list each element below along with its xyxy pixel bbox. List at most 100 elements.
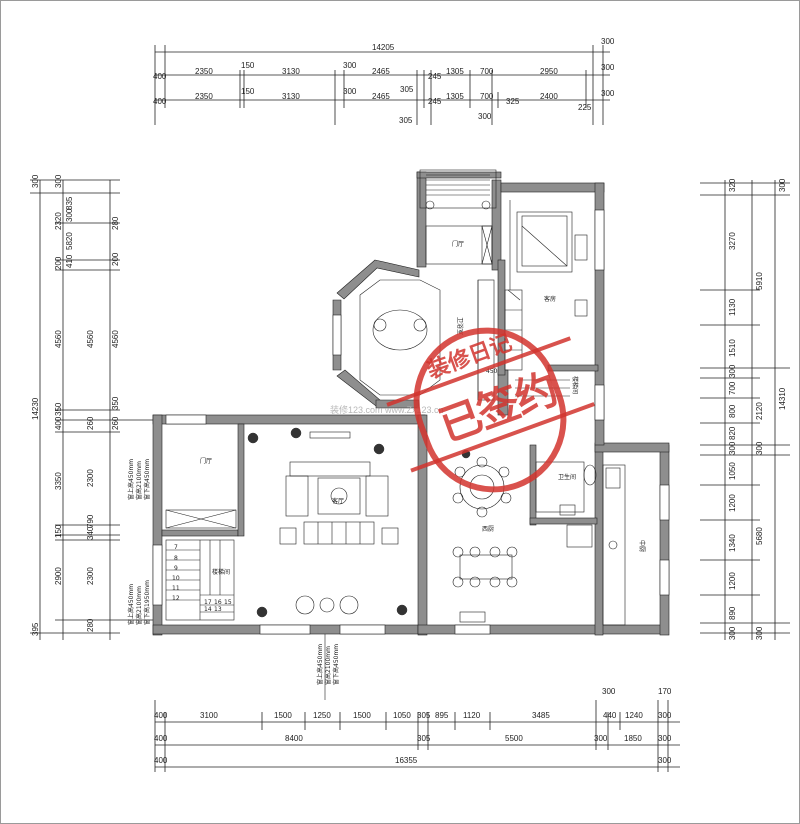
dim-top2-700: 700: [480, 92, 494, 101]
dim-right2-5680: 5680: [755, 527, 764, 545]
dim-bot3-300: 300: [658, 756, 672, 765]
dim-top2-400: 400: [153, 97, 167, 106]
dim-bot2-300: 300: [594, 734, 608, 743]
dim-left-2320: 2320: [54, 212, 63, 230]
note-win9: 窗下高450mm: [332, 644, 340, 685]
dim-left-2900: 2900: [54, 567, 63, 585]
dim-left2-280: 280: [86, 618, 95, 632]
stair-num: 10: [172, 575, 180, 582]
note-win4: 窗上高450mm: [127, 584, 135, 625]
note-win1: 窗上高450mm: [127, 459, 135, 500]
dim-left-300a: 300: [31, 174, 40, 188]
dim-right-300: 300: [728, 364, 737, 378]
dim-left-400: 400: [54, 416, 63, 430]
dim-right2-300: 300: [755, 441, 764, 455]
dim-bot-3100: 3100: [200, 711, 218, 720]
dim-left3-280: 280: [111, 216, 120, 230]
red-stamp: 装修日记 已 签 约: [386, 327, 595, 493]
stair-num: 15: [224, 599, 232, 606]
dim-left3-260: 260: [111, 416, 120, 430]
dim-top2-2400: 2400: [540, 92, 558, 101]
label-dining: 西厨: [482, 526, 494, 533]
right-dimensions: [700, 180, 790, 640]
dim-left3-4560: 4560: [111, 330, 120, 348]
dim-right-800: 800: [728, 404, 737, 418]
dim-left2-300: 300: [65, 208, 74, 222]
top-dim-labels: 14205 300 400 2350 150 3130 300 2465 245…: [153, 37, 615, 125]
dim-top-300d: 300: [601, 89, 615, 98]
dim-left2-260: 260: [86, 416, 95, 430]
dim-top-400: 400: [153, 72, 167, 81]
walls: [152, 171, 670, 636]
dim-top-305b: 305: [399, 116, 413, 125]
dim-left2-5820: 5820: [65, 232, 74, 250]
dim-left-350: 350: [54, 402, 63, 416]
stair-num: 9: [174, 565, 178, 572]
dim-bot-400: 400: [154, 711, 168, 720]
dim-top2-325: 325: [506, 97, 520, 106]
label-bath-top: 卫浴室: [456, 317, 464, 335]
dim-left3-200: 200: [111, 252, 120, 266]
dim-bot2-305: 305: [417, 734, 431, 743]
label-living: 客厅: [332, 497, 344, 505]
dim-right-300c: 300: [728, 626, 737, 640]
dim-top-1305: 1305: [446, 67, 464, 76]
note-win5: 窗高2100mm: [135, 586, 143, 625]
stair-num: 16: [214, 599, 222, 606]
label-entry-left: 门厅: [200, 457, 212, 465]
dim-top2-150: 150: [241, 87, 255, 96]
dim-bot2-1850: 1850: [624, 734, 642, 743]
window-notes: 窗上高450mm 窗高2100mm 窗下高450mm 窗上高450mm 窗高21…: [127, 459, 340, 685]
dim-bot-895: 895: [435, 711, 449, 720]
stair-num: 12: [172, 595, 180, 602]
dim-top-300b: 300: [601, 63, 615, 72]
dim-bot-1050: 1050: [393, 711, 411, 720]
dim-left-200: 200: [54, 256, 63, 270]
dim-bot-1250: 1250: [313, 711, 331, 720]
dim-bot-1500b: 1500: [353, 711, 371, 720]
dim-bot-1500: 1500: [274, 711, 292, 720]
label-kitchen: 中厨: [638, 540, 646, 552]
dim-top-ext: 300: [601, 37, 615, 46]
note-win2: 窗高2100mm: [135, 461, 143, 500]
dim-top-2465: 2465: [372, 67, 390, 76]
dim-right-1340: 1340: [728, 534, 737, 552]
dim-right-890: 890: [728, 606, 737, 620]
dim-right-1200b: 1200: [728, 572, 737, 590]
windows: [152, 209, 670, 635]
dim-top2-245: 245: [428, 97, 442, 106]
dim-bot-1240: 1240: [625, 711, 643, 720]
dim-right-3270: 3270: [728, 232, 737, 250]
dim-bot2-8400: 8400: [285, 734, 303, 743]
dim-top-2950: 2950: [540, 67, 558, 76]
dim-bot3-400: 400: [154, 756, 168, 765]
label-entry-top: 门厅: [452, 240, 464, 248]
stair-num: 13: [214, 606, 222, 613]
stair-num: 17: [204, 599, 212, 606]
right-dim-labels: 320 3270 1130 1510 300 700 800 820 300 1…: [728, 178, 787, 640]
watermark: 装修123.com www.Zx123.cn: [330, 404, 444, 415]
dim-left-300b: 300: [54, 174, 63, 188]
dim-right-820: 820: [728, 426, 737, 440]
stair-num: 14: [204, 606, 212, 613]
dim-right-1050: 1050: [728, 462, 737, 480]
dim-right-1130: 1130: [728, 298, 737, 316]
dim-bot2-300b: 300: [658, 734, 672, 743]
dim-right-total: 14310: [778, 387, 787, 410]
left-dim-labels: 300 300 2320 200 4560 350 400 3350 150 2…: [31, 174, 120, 636]
dim-top2-2350: 2350: [195, 92, 213, 101]
dim-top2-2465: 2465: [372, 92, 390, 101]
dim-right-320: 320: [728, 178, 737, 192]
bottom-dimensions: [154, 700, 680, 772]
dim-top-300: 300: [343, 61, 357, 70]
dim-left-3350: 3350: [54, 472, 63, 490]
dim-left3-350: 350: [111, 396, 120, 410]
fixtures: [165, 169, 626, 626]
note-win6: 窗下高1950mm: [143, 580, 151, 625]
dim-top-2350: 2350: [195, 67, 213, 76]
dim-top2-1305: 1305: [446, 92, 464, 101]
dim-right-700: 700: [728, 381, 737, 395]
dim-right-300b: 300: [728, 441, 737, 455]
dim-top2-3130: 3130: [282, 92, 300, 101]
